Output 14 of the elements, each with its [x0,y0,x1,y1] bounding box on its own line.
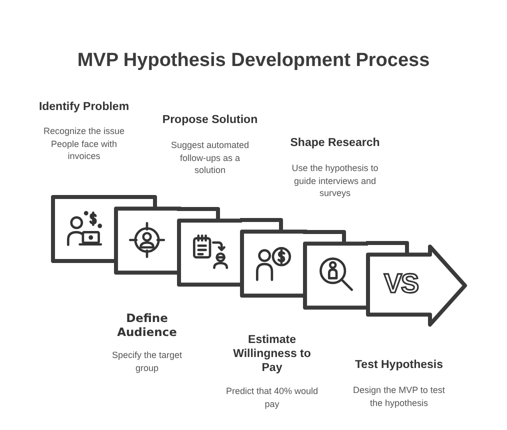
step-description: Design the MVP to test the hypothesis [352,384,446,409]
title: MVP Hypothesis Development Process [76,49,431,72]
step-heading: Estimate Willingness to Pay [232,333,312,375]
step-description: Use the hypothesis to guide interviews and surveys [290,162,380,200]
step-heading: Define Audience [116,311,178,339]
step-heading: Identify Problem [38,100,130,114]
step-heading: Propose Solution [162,113,258,127]
vs-text: VS [384,270,418,298]
step-description: Specify the target group [110,349,184,374]
step-heading: Shape Research [290,136,380,150]
step-description: Suggest automated follow-ups as a solution [170,139,250,176]
step-description: Recognize the issue People face with invoices [42,125,126,162]
step-description: Predict that 40% would pay [224,385,320,410]
step-heading: Test Hypothesis [355,358,443,372]
